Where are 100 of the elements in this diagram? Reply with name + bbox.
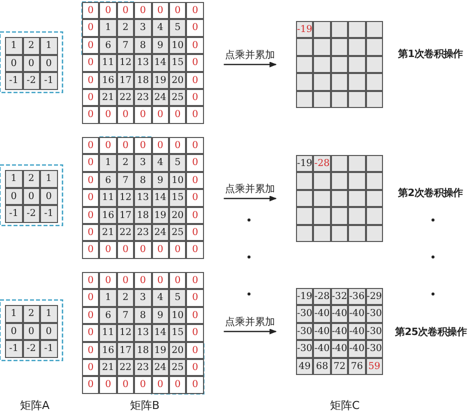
matrix-cell: 5 (169, 19, 186, 37)
matrix-cell: 0 (169, 241, 186, 259)
matrix-cell: 2 (22, 305, 40, 322)
matrix-cell: -1 (40, 205, 58, 222)
matrix-cell: 0 (40, 54, 58, 72)
matrix-cell: 18 (134, 342, 152, 359)
matrix-cell: -40 (313, 340, 331, 358)
matrix-cell: 8 (134, 306, 152, 324)
matrix-cell: -19 (296, 288, 314, 306)
matrix-cell: 0 (116, 137, 134, 154)
matrix-cell: 0 (82, 206, 100, 224)
matrix-cell: 0 (116, 2, 134, 20)
matrix-cell: 0 (152, 2, 169, 20)
matrix-cell: -32 (330, 288, 348, 306)
matrix-cell: -36 (348, 288, 366, 306)
matrix-cell: 0 (186, 2, 204, 20)
matrix-cell: 0 (116, 272, 134, 290)
matrix-cell: 0 (186, 224, 204, 242)
matrix-cell: -28 (313, 155, 331, 172)
matrix-cell: 0 (134, 241, 152, 259)
matrix-cell: 0 (5, 188, 22, 205)
matrix-cell: -1 (40, 72, 58, 90)
matrix-cell: 22 (116, 89, 134, 106)
matrix-cell: 4 (152, 19, 169, 37)
matrix-grid (296, 155, 383, 242)
matrix-cell: -30 (296, 322, 314, 340)
matrix-cell: 0 (82, 324, 100, 342)
matrix-cell: 16 (99, 72, 117, 89)
matrix-grid (296, 288, 383, 375)
matrix-cell: 1 (99, 154, 117, 172)
matrix-cell: 14 (152, 324, 169, 342)
matrix-cell: 20 (169, 206, 186, 224)
matrix-cell: 0 (82, 289, 100, 307)
matrix-cell: 24 (152, 224, 169, 242)
matrix-cell: 6 (99, 36, 117, 54)
matrix-cell: -1 (5, 72, 22, 90)
matrix-cell: 12 (116, 189, 134, 207)
matrix-cell: 0 (152, 137, 169, 154)
matrix-cell: 13 (134, 189, 152, 207)
matrix-cell: 0 (82, 72, 100, 89)
matrix-cell: 14 (152, 54, 169, 72)
matrix-cell: 23 (134, 89, 152, 106)
matrix-cell: 0 (186, 189, 204, 207)
matrix-grid (5, 305, 58, 358)
matrix-cell: 0 (99, 137, 117, 154)
matrix-cell: 21 (99, 224, 117, 242)
matrix-cell: 3 (134, 154, 152, 172)
matrix-cell: -30 (296, 340, 314, 358)
matrix-cell: 15 (169, 54, 186, 72)
matrix-grid (82, 272, 204, 394)
matrix-cell: 0 (169, 272, 186, 290)
matrix-cell: 0 (186, 306, 204, 324)
matrix-cell: 0 (186, 289, 204, 307)
matrix-cell: 6 (99, 172, 117, 190)
matrix-cell: 12 (116, 324, 134, 342)
matrix-cell: -40 (330, 340, 348, 358)
matrix-grid (82, 2, 204, 124)
matrix-cell: 0 (186, 89, 204, 106)
matrix-cell: 23 (134, 359, 152, 376)
matrix-grid (5, 37, 58, 90)
step-caption: 第25次卷积操作 (395, 326, 467, 339)
matrix-cell: 0 (82, 36, 100, 54)
matrix-cell: 0 (82, 154, 100, 172)
matrix-cell: 0 (186, 359, 204, 376)
matrix-cell: -19 (296, 155, 314, 172)
matrix-cell: 0 (186, 272, 204, 290)
matrix-cell: -1 (40, 340, 58, 358)
arrow (224, 328, 277, 334)
matrix-cell: 0 (186, 342, 204, 359)
matrix-cell: 18 (134, 72, 152, 89)
matrix-cell: 2 (116, 19, 134, 37)
matrix-cell: -29 (366, 288, 383, 306)
matrix-cell: 25 (169, 224, 186, 242)
matrix-cell: -2 (22, 72, 40, 90)
matrix-cell: 0 (99, 106, 117, 124)
matrix-cell: -30 (366, 305, 383, 323)
matrix-cell: 1 (40, 37, 58, 54)
matrix-cell: 21 (99, 359, 117, 376)
matrix-cell: -2 (22, 340, 40, 358)
matrix-cell: 15 (169, 324, 186, 342)
matrix-cell: 2 (22, 170, 40, 188)
matrix-cell: 0 (186, 376, 204, 394)
matrix-cell: 1 (40, 305, 58, 322)
edge-label: 点乘并累加 (224, 314, 276, 328)
matrix-cell: 0 (116, 106, 134, 124)
matrix-cell: 0 (134, 2, 152, 20)
matrix-grid (82, 137, 204, 259)
matrix-cell: -40 (348, 322, 366, 340)
matrix-cell: 4 (152, 154, 169, 172)
matrix-cell: 0 (134, 272, 152, 290)
matrix-cell: 0 (99, 376, 117, 394)
matrix-cell: 0 (82, 54, 100, 72)
matrix-cell: 2 (116, 289, 134, 307)
matrix-cell: 0 (169, 106, 186, 124)
matrix-cell: 1 (40, 170, 58, 188)
matrix-cell: 0 (82, 241, 100, 259)
matrix-cell: 1 (5, 37, 22, 54)
matrix-cell: -30 (366, 340, 383, 358)
matrix-cell: 15 (169, 189, 186, 207)
matrix-cell: 0 (82, 272, 100, 290)
